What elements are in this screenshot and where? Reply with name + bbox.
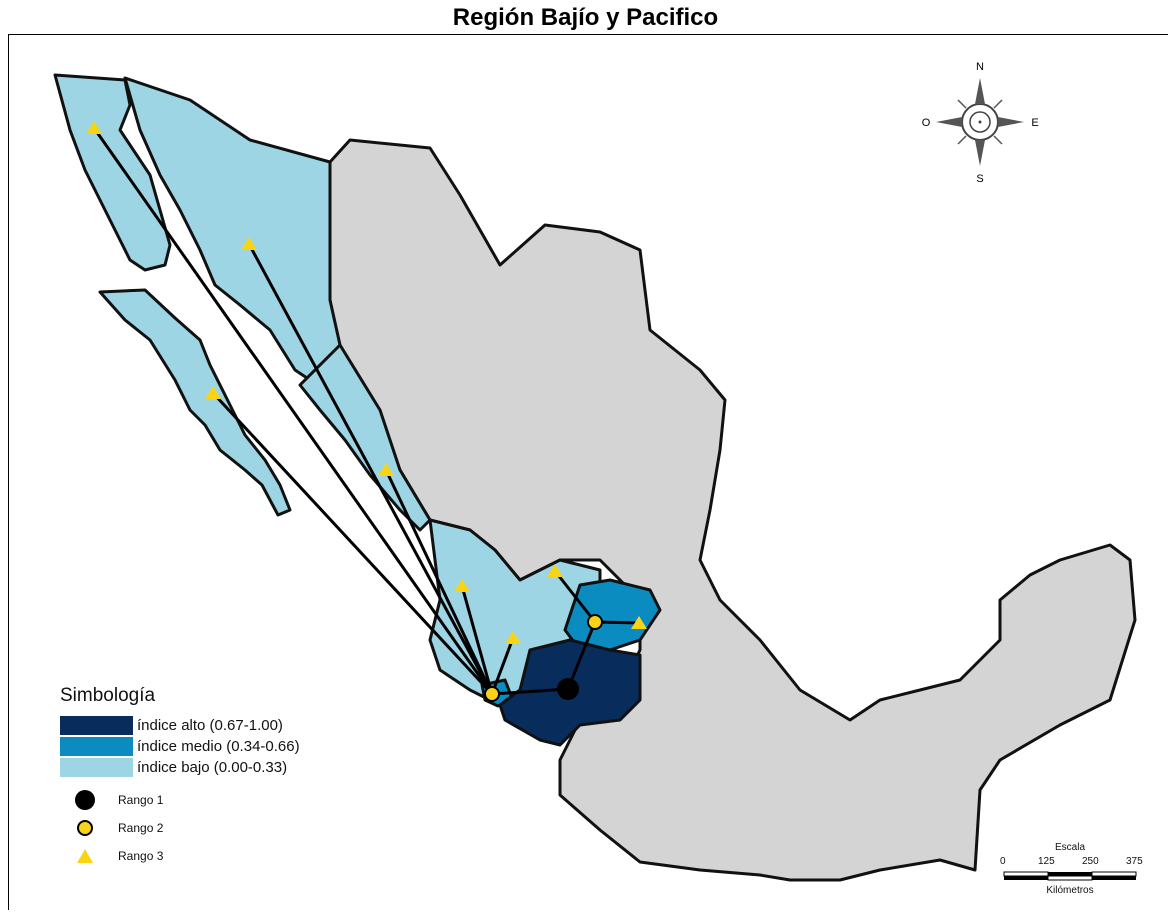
legend-symbol-rango-1: Rango 1 [60, 786, 300, 814]
yellow-triangle-icon [77, 849, 93, 863]
rango-3-marker [378, 463, 394, 476]
scale-tick: 125 [1038, 856, 1055, 867]
scale-tick: 0 [1000, 856, 1006, 867]
rango-3-markers [86, 121, 647, 644]
legend-symbol-label: Rango 1 [118, 793, 164, 807]
rango-3-marker [86, 121, 102, 134]
compass-rose: N S E O [922, 61, 1039, 185]
map-frame [8, 34, 1168, 910]
rango-3-marker [205, 386, 221, 399]
legend: Simbología índice alto (0.67-1.00) índic… [60, 685, 300, 870]
rango-3-marker [454, 579, 470, 592]
legend-symbol-label: Rango 2 [118, 821, 164, 835]
legend-item-medio: índice medio (0.34-0.66) [60, 736, 300, 757]
compass-e: E [1031, 117, 1038, 129]
region-north-central [328, 138, 1137, 882]
scale-bar-graphic [1003, 871, 1137, 881]
legend-item-bajo: índice bajo (0.00-0.33) [60, 757, 300, 778]
compass-s: S [976, 173, 983, 185]
region-guanajuato [563, 578, 662, 652]
flow-lines [92, 127, 640, 696]
legend-symbol-label: Rango 3 [118, 849, 164, 863]
scale-title: Escala [1054, 842, 1085, 853]
legend-item-alto: índice alto (0.67-1.00) [60, 715, 300, 736]
rango-1-marker [557, 678, 579, 700]
rango-3-marker [241, 237, 257, 250]
flow-line [211, 391, 494, 696]
flow-line [553, 570, 597, 623]
rango-2-marker [484, 686, 500, 702]
rango-3-marker [631, 616, 647, 629]
swatch-bajo [60, 758, 133, 777]
scale-unit: Kilómetros [1046, 885, 1094, 896]
legend-symbol-rango-3: Rango 3 [60, 842, 300, 870]
rango-2-marker [587, 614, 603, 630]
swatch-alto [60, 716, 133, 735]
rango-3-marker [547, 564, 563, 577]
region-baja-california-sur [98, 288, 292, 517]
scale-tick: 250 [1082, 856, 1099, 867]
black-circle-icon [75, 790, 95, 810]
region-baja-california [53, 73, 172, 272]
legend-label: índice alto (0.67-1.00) [137, 717, 283, 734]
rango-3-marker [505, 631, 521, 644]
flow-line [247, 243, 494, 695]
region-sonora [123, 76, 342, 382]
legend-label: índice bajo (0.00-0.33) [137, 759, 288, 776]
legend-symbol-rango-2: Rango 2 [60, 814, 300, 842]
flow-line [491, 687, 569, 696]
region-sinaloa [298, 343, 432, 532]
legend-label: índice medio (0.34-0.66) [137, 738, 300, 755]
flow-line [460, 585, 494, 695]
flow-line [384, 469, 494, 695]
flow-line [566, 621, 597, 690]
compass-o: O [922, 117, 931, 129]
swatch-medio [60, 737, 133, 756]
flow-line [490, 637, 515, 695]
scale-bar: Escala 0 125 250 375 Kilómetros [1000, 842, 1143, 896]
scale-tick: 375 [1126, 856, 1143, 867]
flow-line [92, 127, 494, 695]
compass-n: N [976, 61, 984, 73]
map-title: Región Bajío y Pacifico [452, 4, 719, 31]
yellow-circle-icon [77, 820, 93, 836]
legend-title: Simbología [60, 685, 156, 706]
